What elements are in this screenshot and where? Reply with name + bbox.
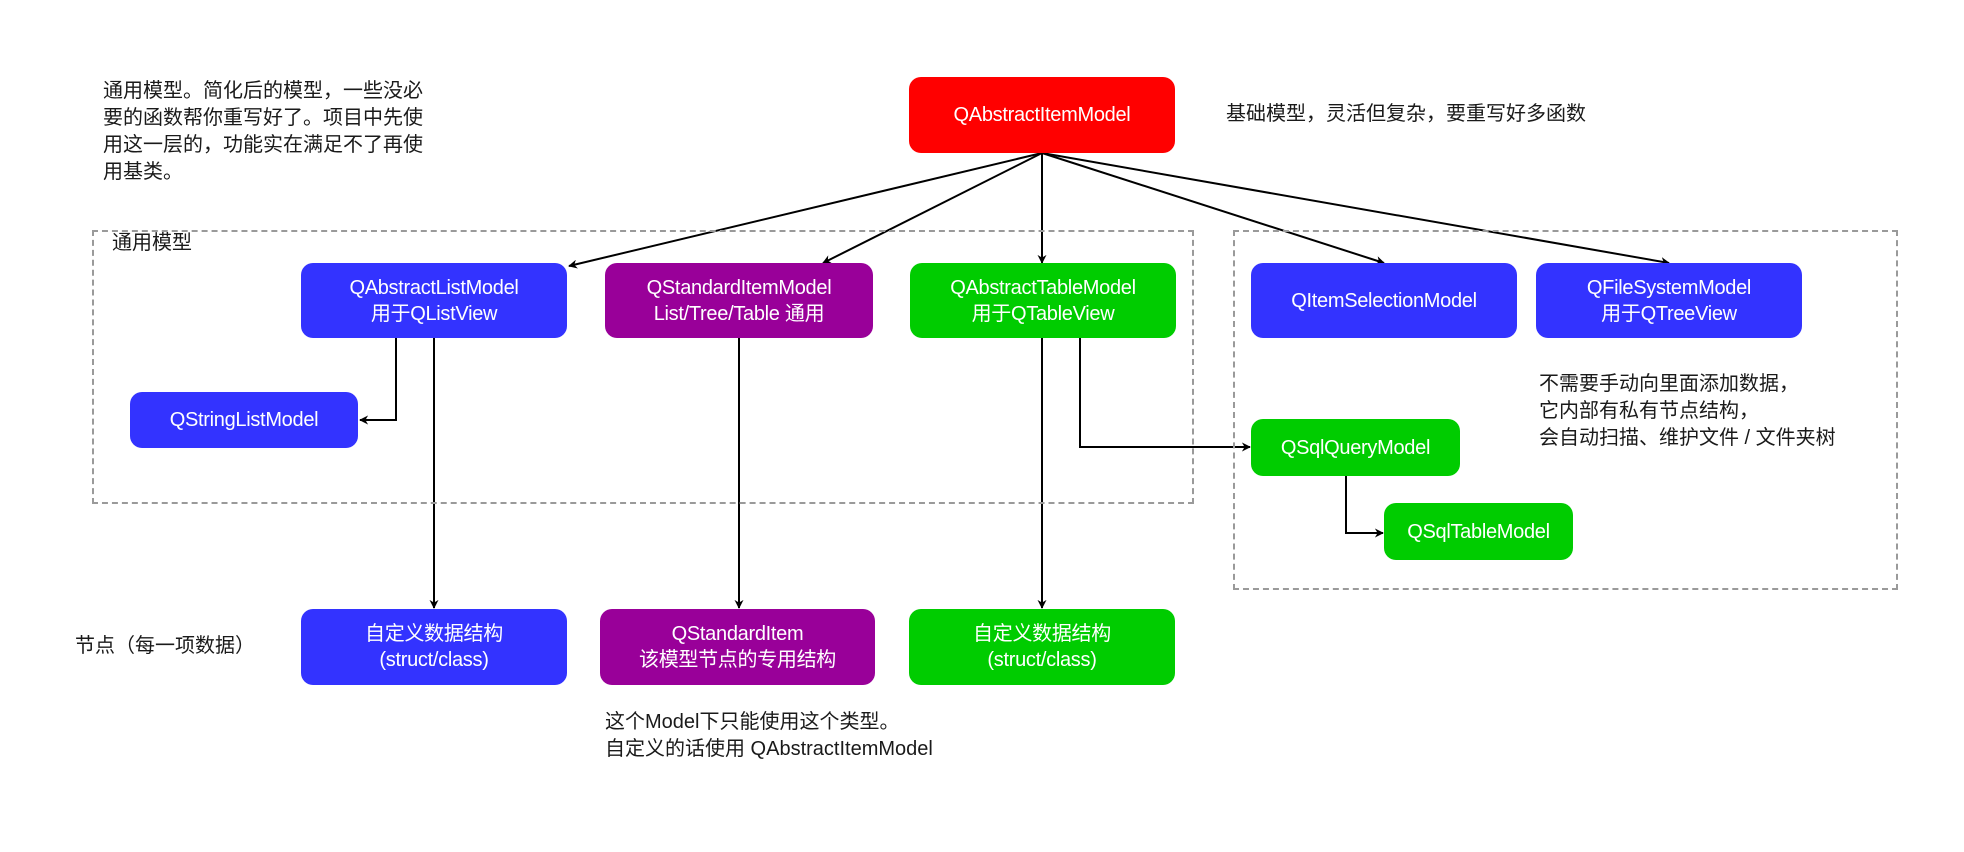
file-system-note-line: 它内部有私有节点结构， [1539,400,1759,422]
node-sublabel: 该模型节点的专用结构 [639,649,836,671]
node-label: QItemSelectionModel [1291,289,1477,312]
node-sublabel: List/Tree/Table 通用 [653,302,825,325]
node-sublabel: (struct/class) [987,649,1097,671]
file-system-note: 不需要手动向里面添加数据， 它内部有私有节点结构， 会自动扫描、维护文件 / 文… [1539,371,1836,452]
general-models-note: 通用模型。简化后的模型，一些没必 要的函数帮你重写好了。项目中先使 用这一层的，… [103,78,423,186]
node-qstandarditemmodel[interactable]: QStandardItemModel List/Tree/Table 通用 [605,263,873,338]
specialized-models-group [1233,230,1898,590]
node-custom-struct-list[interactable]: 自定义数据结构 (struct/class) [301,609,567,685]
node-label: QStandardItem [671,623,804,645]
general-models-group [92,230,1194,504]
node-sublabel: 用于QTableView [971,302,1115,325]
node-qstringlistmodel[interactable]: QStringListModel [130,392,358,448]
node-qsqlquerymodel[interactable]: QSqlQueryModel [1251,419,1460,476]
node-label: 自定义数据结构 [365,623,503,645]
general-models-note-line: 用基类。 [103,161,183,183]
standard-item-note-line: 自定义的话使用 QAbstractItemModel [605,738,933,760]
node-label: QAbstractItemModel [953,104,1131,126]
standard-item-note: 这个Model下只能使用这个类型。 自定义的话使用 QAbstractItemM… [605,709,933,763]
item-nodes-label: 节点（每一项数据） [75,635,255,657]
node-label: QStringListModel [169,409,319,431]
file-system-note-line: 不需要手动向里面添加数据， [1539,373,1799,395]
general-models-group-label: 通用模型 [112,232,192,254]
node-sublabel: 用于QTreeView [1601,302,1737,325]
node-qabstractitemmodel[interactable]: QAbstractItemModel [909,77,1175,153]
node-qstandarditem[interactable]: QStandardItem 该模型节点的专用结构 [600,609,875,685]
node-label: QFileSystemModel [1586,276,1752,299]
node-custom-struct-table[interactable]: 自定义数据结构 (struct/class) [909,609,1175,685]
standard-item-note-line: 这个Model下只能使用这个类型。 [605,711,900,733]
node-qitemselectionmodel[interactable]: QItemSelectionModel [1251,263,1517,338]
general-models-note-line: 要的函数帮你重写好了。项目中先使 [103,107,423,129]
base-model-note: 基础模型，灵活但复杂，要重写好多函数 [1226,103,1586,125]
node-sublabel: 用于QListView [370,302,498,325]
general-models-note-line: 用这一层的，功能实在满足不了再使 [103,134,423,156]
node-label: 自定义数据结构 [973,623,1111,645]
node-label: QAbstractListModel [349,276,519,299]
node-label: QSqlQueryModel [1280,436,1431,459]
node-qabstracttablemodel[interactable]: QAbstractTableModel 用于QTableView [910,263,1176,338]
node-qfilesystemmodel[interactable]: QFileSystemModel 用于QTreeView [1536,263,1802,338]
file-system-note-line: 会自动扫描、维护文件 / 文件夹树 [1539,427,1836,449]
general-models-note-line: 通用模型。简化后的模型，一些没必 [103,80,423,102]
node-qabstractlistmodel[interactable]: QAbstractListModel 用于QListView [301,263,567,338]
node-label: QStandardItemModel [646,276,832,299]
node-sublabel: (struct/class) [379,649,489,671]
node-label: QSqlTableModel [1407,520,1550,543]
node-label: QAbstractTableModel [950,276,1136,299]
node-qsqltablemodel[interactable]: QSqlTableModel [1384,503,1573,560]
